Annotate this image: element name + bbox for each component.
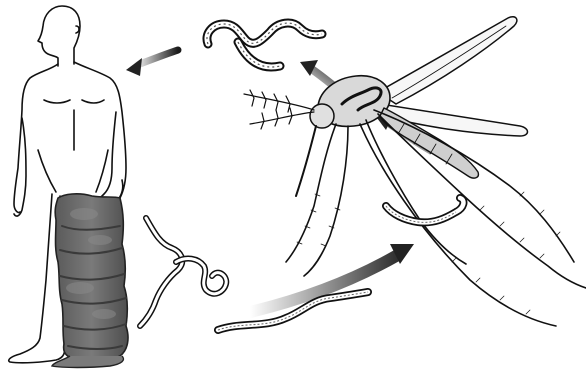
arrow-to-human <box>126 50 178 76</box>
human-torso <box>14 62 126 213</box>
mosquito-wing-upper <box>378 17 517 104</box>
swollen-leg <box>52 194 128 368</box>
mosquito <box>244 17 586 326</box>
human-head <box>38 6 80 66</box>
microfilaria-mosquito <box>386 198 463 222</box>
mosquito-proboscis <box>296 126 316 196</box>
adult-worm <box>140 218 226 326</box>
mosquito-antenna <box>244 90 314 129</box>
arrow-from-blood <box>250 244 414 312</box>
infective-larva <box>207 23 322 67</box>
mosquito-head <box>310 104 334 128</box>
